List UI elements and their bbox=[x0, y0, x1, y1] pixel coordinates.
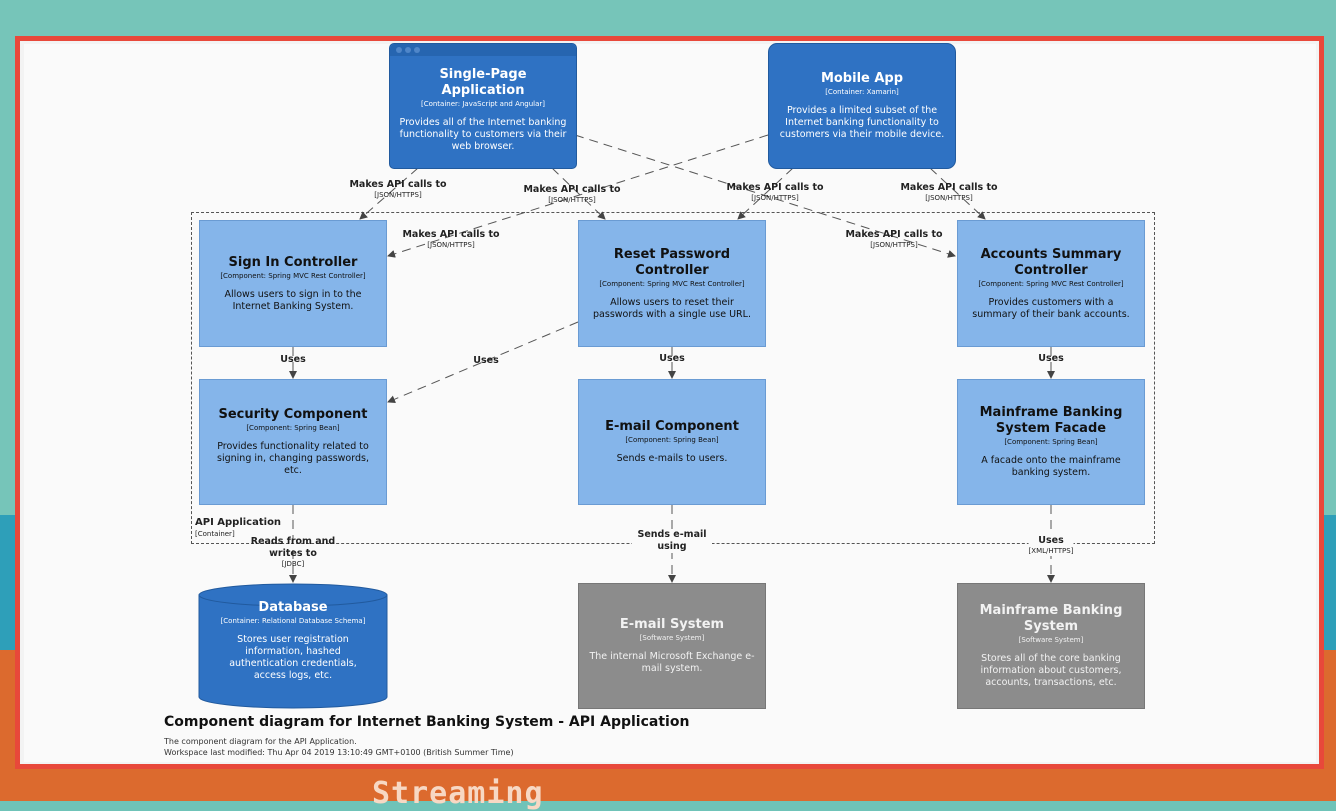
relation-label: Uses bbox=[1038, 353, 1064, 364]
label-mobile-signin: Makes API calls to [JSON/HTTPS] bbox=[402, 229, 499, 250]
label-signin-security: Uses bbox=[280, 354, 305, 366]
sign-in-controller[interactable]: Sign In Controller [Component: Spring MV… bbox=[199, 220, 387, 347]
email-name: E-mail Component bbox=[605, 419, 739, 434]
label-mobile-reset: Makes API calls to [JSON/HTTPS] bbox=[726, 182, 823, 203]
boundary-type: [Container] bbox=[195, 530, 235, 538]
reset-name: Reset Password Controller bbox=[613, 246, 731, 278]
diagram-title: Component diagram for Internet Banking S… bbox=[164, 714, 690, 730]
workspace-modified: Workspace last modified: Thu Apr 04 2019… bbox=[164, 748, 514, 757]
mainframe-banking-system[interactable]: Mainframe Banking System [Software Syste… bbox=[957, 583, 1145, 709]
diagram-description: The component diagram for the API Applic… bbox=[164, 737, 357, 746]
arrow-mobile-signin bbox=[387, 134, 769, 258]
label-facade-mainframe: Uses [XML/HTTPS] bbox=[1028, 535, 1074, 556]
label-spa-signin: Makes API calls to [JSON/HTTPS] bbox=[349, 179, 446, 200]
relation-label: Uses bbox=[473, 355, 499, 366]
arrow-spa-accounts bbox=[574, 134, 956, 258]
mainframe-facade-component[interactable]: Mainframe Banking System Facade [Compone… bbox=[957, 379, 1145, 505]
reset-type: [Component: Spring MVC Rest Controller] bbox=[599, 279, 745, 288]
label-spa-accounts: Makes API calls to [JSON/HTTPS] bbox=[845, 229, 942, 250]
accounts-name: Accounts Summary Controller bbox=[980, 246, 1122, 278]
spa-desc: Provides all of the Internet banking fun… bbox=[399, 117, 567, 152]
mobile-app-container[interactable]: Mobile App [Container: Xamarin] Provides… bbox=[768, 43, 956, 169]
reset-password-controller[interactable]: Reset Password Controller [Component: Sp… bbox=[578, 220, 766, 347]
security-component[interactable]: Security Component [Component: Spring Be… bbox=[199, 379, 387, 505]
relation-tech: [JSON/HTTPS] bbox=[427, 241, 475, 249]
mobile-type: [Container: Xamarin] bbox=[825, 88, 899, 96]
arrow-spa-signin bbox=[359, 167, 419, 220]
accounts-type: [Component: Spring MVC Rest Controller] bbox=[978, 279, 1124, 288]
email-type: [Component: Spring Bean] bbox=[625, 436, 719, 444]
window-titlebar bbox=[390, 44, 576, 56]
database-label: Database [Container: Relational Database… bbox=[198, 600, 388, 682]
label-accounts-facade: Uses bbox=[1038, 353, 1063, 365]
facade-name: Mainframe Banking System Facade bbox=[979, 405, 1123, 436]
relation-tech: [JSON/HTTPS] bbox=[925, 194, 973, 202]
arrow-mobile-reset bbox=[737, 167, 794, 220]
relation-tech: [JSON/HTTPS] bbox=[548, 196, 596, 204]
database-type: [Container: Relational Database Schema] bbox=[220, 617, 366, 625]
mobile-name: Mobile App bbox=[820, 71, 904, 86]
boundary-name: API Application bbox=[195, 517, 282, 528]
signin-type: [Component: Spring MVC Rest Controller] bbox=[220, 271, 366, 280]
email-system[interactable]: E-mail System [Software System] The inte… bbox=[578, 583, 766, 709]
relation-tech: [XML/HTTPS] bbox=[1028, 547, 1074, 555]
security-desc: Provides functionality related to signin… bbox=[217, 441, 369, 476]
label-mobile-accounts: Makes API calls to [JSON/HTTPS] bbox=[900, 182, 997, 203]
reset-desc: Allows users to reset their passwords wi… bbox=[593, 296, 751, 320]
security-name: Security Component bbox=[218, 407, 368, 422]
signin-desc: Allows users to sign in to the Internet … bbox=[224, 288, 362, 312]
emailsys-desc: The internal Microsoft Exchange e-mail s… bbox=[589, 651, 755, 674]
email-component[interactable]: E-mail Component [Component: Spring Bean… bbox=[578, 379, 766, 505]
label-security-database: Reads from and writes to [JDBC] bbox=[245, 536, 341, 569]
relation-tech: [JSON/HTTPS] bbox=[751, 194, 799, 202]
label-email-emailsys: Sends e-mail using bbox=[632, 529, 712, 553]
spa-type: [Container: JavaScript and Angular] bbox=[420, 100, 546, 108]
emailsys-name: E-mail System bbox=[619, 617, 725, 632]
database-name: Database bbox=[258, 600, 328, 615]
label-reset-security: Uses bbox=[473, 355, 498, 367]
arrow-spa-reset bbox=[551, 167, 606, 220]
email-desc: Sends e-mails to users. bbox=[616, 453, 728, 464]
relation-tech: [JSON/HTTPS] bbox=[870, 241, 918, 249]
relation-label: Makes API calls to bbox=[402, 229, 500, 240]
label-reset-email: Uses bbox=[659, 353, 684, 365]
relation-label: Makes API calls to bbox=[845, 229, 943, 240]
relation-tech: [JDBC] bbox=[281, 560, 305, 568]
relation-label: Sends e-mail using bbox=[637, 529, 707, 552]
spa-name: Single-Page Application bbox=[439, 67, 527, 98]
database-desc: Stores user registration information, ha… bbox=[229, 634, 357, 681]
security-type: [Component: Spring Bean] bbox=[246, 424, 340, 432]
facade-type: [Component: Spring Bean] bbox=[1004, 438, 1098, 446]
relation-label: Uses bbox=[1038, 535, 1064, 546]
spa-container[interactable]: Single-Page Application [Container: Java… bbox=[389, 43, 577, 169]
mainframe-type: [Software System] bbox=[1018, 636, 1084, 644]
emailsys-type: [Software System] bbox=[639, 634, 705, 642]
accounts-desc: Provides customers with a summary of the… bbox=[972, 296, 1130, 320]
mainframe-desc: Stores all of the core banking informati… bbox=[980, 653, 1122, 688]
relation-label: Uses bbox=[280, 354, 306, 365]
relation-label: Reads from and writes to bbox=[250, 536, 336, 559]
accounts-summary-controller[interactable]: Accounts Summary Controller [Component: … bbox=[957, 220, 1145, 347]
arrow-reset-security bbox=[387, 321, 579, 403]
facade-desc: A facade onto the mainframe banking syst… bbox=[981, 455, 1121, 478]
relation-label: Makes API calls to bbox=[726, 182, 824, 193]
relation-label: Uses bbox=[659, 353, 685, 364]
signin-name: Sign In Controller bbox=[228, 254, 358, 270]
relation-label: Makes API calls to bbox=[900, 182, 998, 193]
mainframe-name: Mainframe Banking System bbox=[979, 603, 1123, 634]
label-spa-reset: Makes API calls to [JSON/HTTPS] bbox=[523, 184, 620, 205]
relation-tech: [JSON/HTTPS] bbox=[374, 191, 422, 199]
database-cylinder[interactable] bbox=[198, 583, 388, 709]
mobile-desc: Provides a limited subset of the Interne… bbox=[779, 105, 945, 140]
relation-label: Makes API calls to bbox=[523, 184, 621, 195]
arrow-mobile-accounts bbox=[929, 167, 986, 220]
relation-label: Makes API calls to bbox=[349, 179, 447, 190]
